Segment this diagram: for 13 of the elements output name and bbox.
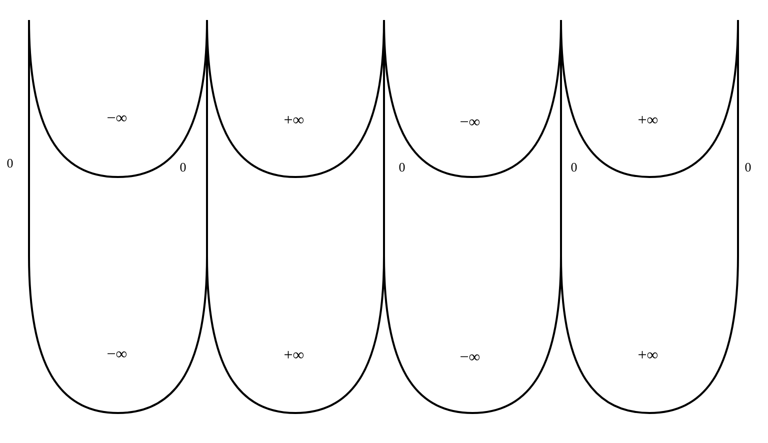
region-label: +∞ <box>284 113 304 129</box>
region-label: −∞ <box>460 350 480 366</box>
region-label: −∞ <box>460 115 480 131</box>
region-label: 0 <box>570 160 578 174</box>
region-label: 0 <box>398 160 406 174</box>
region-label: 0 <box>744 160 752 174</box>
region-label: +∞ <box>638 113 658 129</box>
region-label: 0 <box>180 160 186 174</box>
region-label: +∞ <box>638 348 658 364</box>
region-label: +∞ <box>284 348 304 364</box>
region-label: −∞ <box>106 111 128 127</box>
region-label: 0 <box>6 156 14 170</box>
region-label: −∞ <box>106 347 128 363</box>
